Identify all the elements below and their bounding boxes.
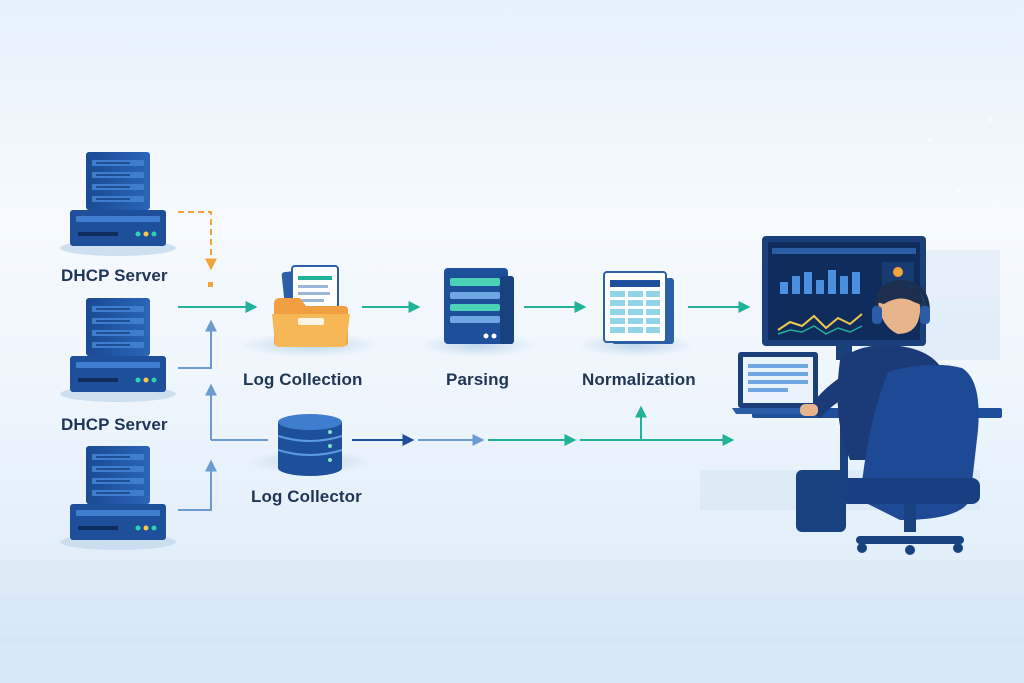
server-rack-icon [60,446,176,550]
connectors [178,211,751,511]
parsing-list-icon [444,268,514,344]
server-rack-icon [60,152,176,256]
server-label-2: DHCP Server [61,415,168,434]
log-collector-label: Log Collector [251,487,362,506]
orange-connector-arrow [178,211,217,271]
log-collection-label: Log Collection [243,370,363,389]
table-document-icon [603,271,674,344]
database-icon [277,414,343,476]
server-group [60,152,176,550]
normalization-label: Normalization [582,370,696,389]
server-label-1: DHCP Server [61,266,168,285]
server3-up-arrow [178,459,217,511]
parsing-label: Parsing [446,370,510,389]
server-rack-icon [60,298,176,402]
folder-documents-icon [272,265,350,347]
orange-connector-dot [208,282,213,287]
analyst-at-workstation-icon [732,236,1002,555]
server2-up-arrow [178,319,217,369]
